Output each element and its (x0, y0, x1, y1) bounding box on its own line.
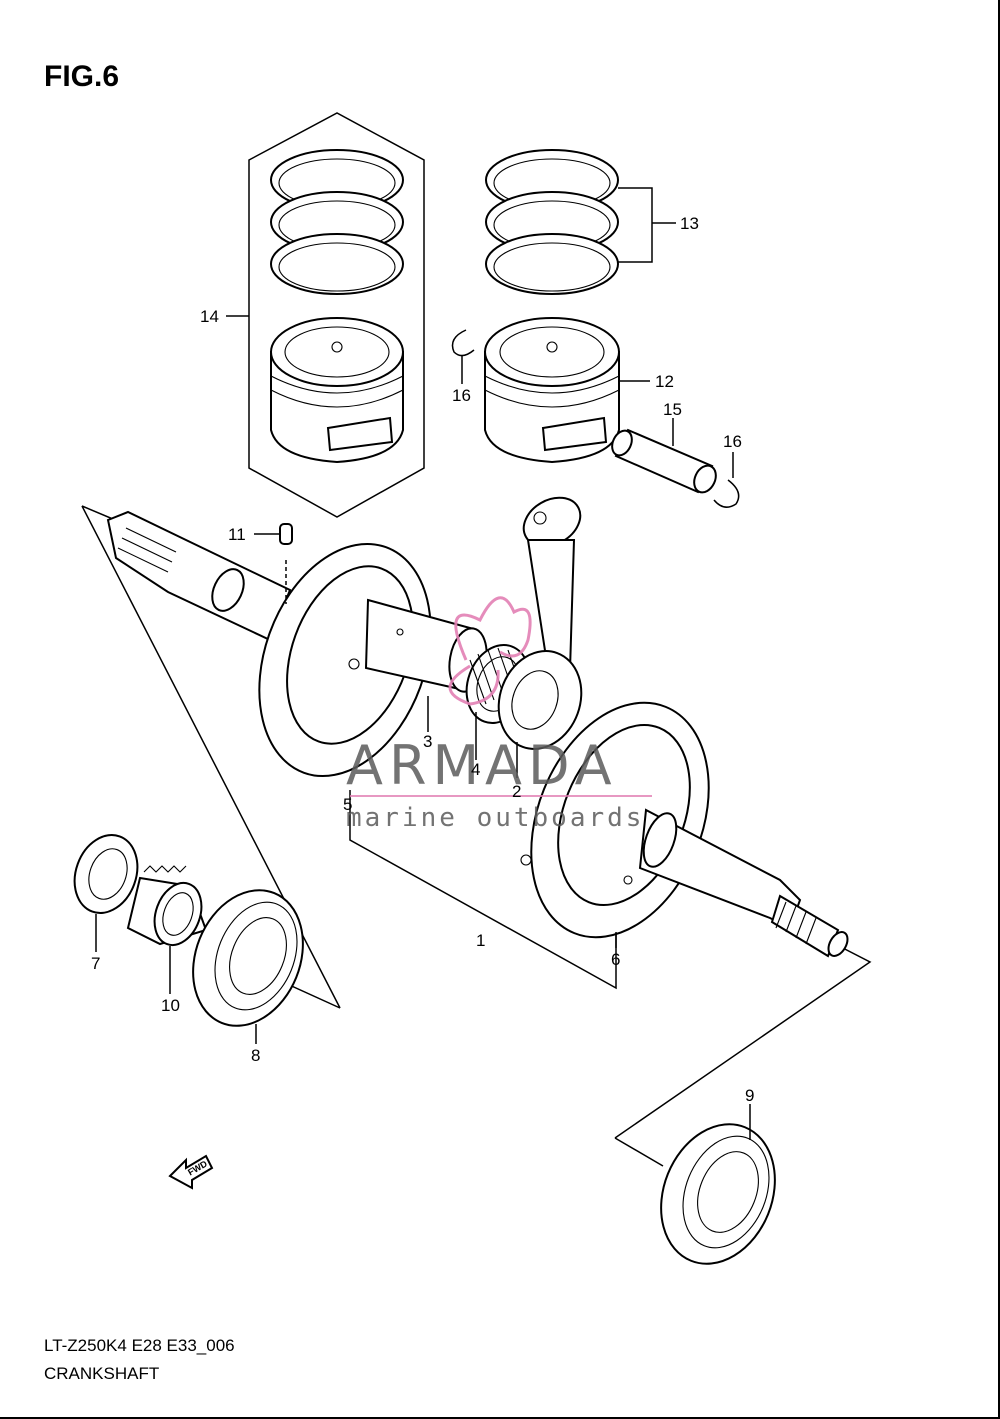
watermark-tagline: marine outboards (346, 803, 644, 833)
callout-16-left: 16 (452, 386, 471, 405)
diagram-name: CRANKSHAFT (44, 1364, 160, 1383)
pin-11 (254, 523, 293, 604)
connecting-rod-2 (497, 496, 583, 778)
piston-group-14 (248, 112, 425, 518)
bearing-9 (660, 1104, 776, 1265)
watermark: ARMADA marine outboards (346, 596, 652, 833)
crankshaft-right-6 (520, 701, 849, 958)
callout-4: 4 (471, 760, 480, 779)
figure-title: FIG.6 (44, 60, 120, 93)
bearing-8 (192, 889, 304, 1044)
footer: LT-Z250K4 E28 E33_006 CRANKSHAFT (44, 1332, 235, 1388)
piston-12 (484, 317, 650, 464)
callout-16-right: 16 (723, 432, 742, 451)
callout-5: 5 (343, 795, 352, 814)
circlip-16-right (713, 452, 740, 508)
callout-9: 9 (745, 1086, 754, 1105)
callout-1: 1 (476, 931, 485, 950)
diagram-code: LT-Z250K4 E28 E33_006 (44, 1336, 235, 1355)
fwd-arrow-icon: FWD (168, 1154, 214, 1190)
callout-7: 7 (91, 954, 100, 973)
piston-rings-13 (485, 149, 676, 295)
callout-12: 12 (655, 372, 674, 391)
callout-3: 3 (423, 732, 432, 751)
callout-15: 15 (663, 400, 682, 419)
piston-pin-15 (611, 418, 717, 494)
circlip-16-left (451, 329, 475, 384)
callout-13: 13 (680, 214, 699, 233)
piston-rings-14 (270, 149, 404, 295)
piston-14 (270, 317, 404, 464)
callout-14: 14 (200, 307, 219, 326)
callout-8: 8 (251, 1046, 260, 1065)
callout-2: 2 (512, 782, 521, 801)
watermark-brand: ARMADA (346, 734, 618, 797)
watermark-logo-icon (448, 596, 532, 706)
callout-6: 6 (611, 950, 620, 969)
bearing-7 (73, 834, 139, 952)
callout-labels: 1 2 3 4 5 6 7 8 9 10 11 12 13 14 15 16 1… (91, 214, 754, 1105)
callout-11: 11 (228, 525, 246, 544)
callout-10: 10 (161, 996, 180, 1015)
gear-10 (126, 865, 208, 994)
